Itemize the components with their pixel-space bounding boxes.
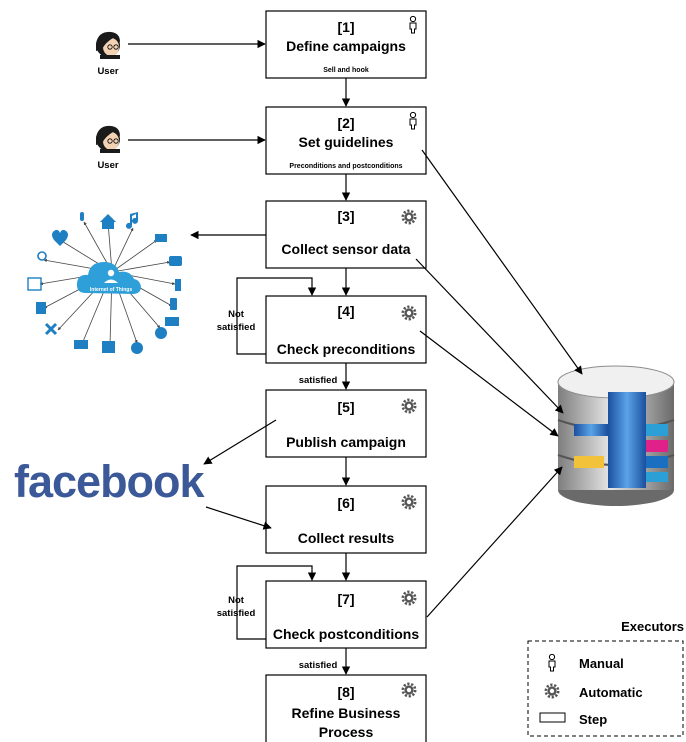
tools-icon — [44, 322, 58, 336]
legend-automatic: Automatic — [579, 685, 643, 700]
step-1[interactable]: [1] Define campaigns Sell and hook — [265, 10, 427, 79]
smartphone-icon — [170, 298, 177, 310]
satisfied-label-1: satisfied — [299, 375, 338, 386]
step-7-number: [7] — [337, 591, 354, 607]
truck-icon — [74, 340, 88, 349]
home-icon — [100, 214, 116, 229]
line-chart-icon — [27, 277, 42, 291]
envelope-icon — [165, 317, 179, 326]
step-8-title-line1: Refine Business — [292, 705, 401, 721]
step-3[interactable]: [3] Collect sensor data — [265, 200, 427, 269]
chat-bubble-icon — [155, 327, 167, 339]
step-2[interactable]: [2] Set guidelines Preconditions and pos… — [265, 106, 427, 175]
step-3-title: Collect sensor data — [281, 241, 410, 257]
user-arrows — [128, 39, 266, 145]
step-1-title: Define campaigns — [286, 38, 406, 54]
person-outline-icon — [548, 653, 556, 672]
cloud-icon: Internet of Things — [76, 262, 141, 294]
alarm-clock-icon — [131, 342, 143, 354]
user-label-2: User — [97, 160, 118, 171]
legend-manual: Manual — [579, 656, 624, 671]
music-note-icon — [126, 212, 138, 229]
gear-icon — [544, 683, 560, 699]
5g-icon — [102, 341, 115, 353]
step-2-subtitle: Preconditions and postconditions — [289, 163, 402, 170]
step-1-number: [1] — [337, 19, 354, 35]
clipboard-icon — [36, 302, 46, 314]
step-1-subtitle: Sell and hook — [323, 67, 369, 74]
legend-step: Step — [579, 712, 607, 727]
step-5[interactable]: [5] Publish campaign — [265, 389, 427, 458]
stethoscope-icon — [37, 251, 47, 261]
step-box-icon — [539, 712, 566, 723]
executors-legend: Executors Manual Automatic Step — [527, 619, 684, 737]
step-8[interactable]: [8] Refine Business Process — [265, 674, 427, 742]
database-icon — [557, 365, 675, 506]
user-actor-1: User — [95, 31, 121, 77]
step-7[interactable]: [7] Check postconditions — [265, 580, 427, 649]
database-arrows — [415, 149, 583, 618]
legend-title: Executors — [621, 619, 684, 634]
step-4-number: [4] — [337, 303, 354, 319]
not-satisfied-label-2a: Not — [228, 595, 245, 606]
loop-back-arrows — [236, 277, 317, 640]
facebook-logo: facebook — [14, 456, 206, 507]
legend-box — [527, 640, 684, 737]
step-6-title: Collect results — [298, 530, 395, 546]
not-satisfied-label-1b: satisfied — [217, 322, 256, 333]
step-2-number: [2] — [337, 115, 354, 131]
user-avatar-icon — [95, 31, 121, 60]
user-label-1: User — [97, 66, 118, 77]
step-6-number: [6] — [337, 495, 354, 511]
heart-rate-icon — [52, 229, 68, 246]
step-5-number: [5] — [337, 399, 354, 415]
step-5-title: Publish campaign — [286, 434, 406, 450]
not-satisfied-label-1a: Not — [228, 309, 245, 320]
step-4[interactable]: [4] Check preconditions — [265, 295, 427, 364]
facebook-arrows — [203, 419, 277, 530]
camera-icon — [169, 256, 182, 266]
step-4-title: Check preconditions — [277, 341, 416, 357]
barcode-icon — [175, 279, 181, 291]
step-2-title: Set guidelines — [299, 134, 394, 150]
iot-label: Internet of Things — [90, 287, 132, 293]
user-avatar-icon — [95, 125, 121, 154]
iot-sensor-cluster: Internet of Things — [27, 212, 182, 354]
microphone-icon — [80, 212, 84, 221]
step-3-number: [3] — [337, 208, 354, 224]
step-8-title-line2: Process — [319, 724, 374, 740]
user-actor-2: User — [95, 125, 121, 171]
clapperboard-icon — [155, 234, 167, 242]
not-satisfied-label-2b: satisfied — [217, 608, 256, 619]
step-7-title: Check postconditions — [273, 626, 419, 642]
satisfied-label-2: satisfied — [299, 660, 338, 671]
step-6[interactable]: [6] Collect results — [265, 485, 427, 554]
step-8-number: [8] — [337, 684, 354, 700]
